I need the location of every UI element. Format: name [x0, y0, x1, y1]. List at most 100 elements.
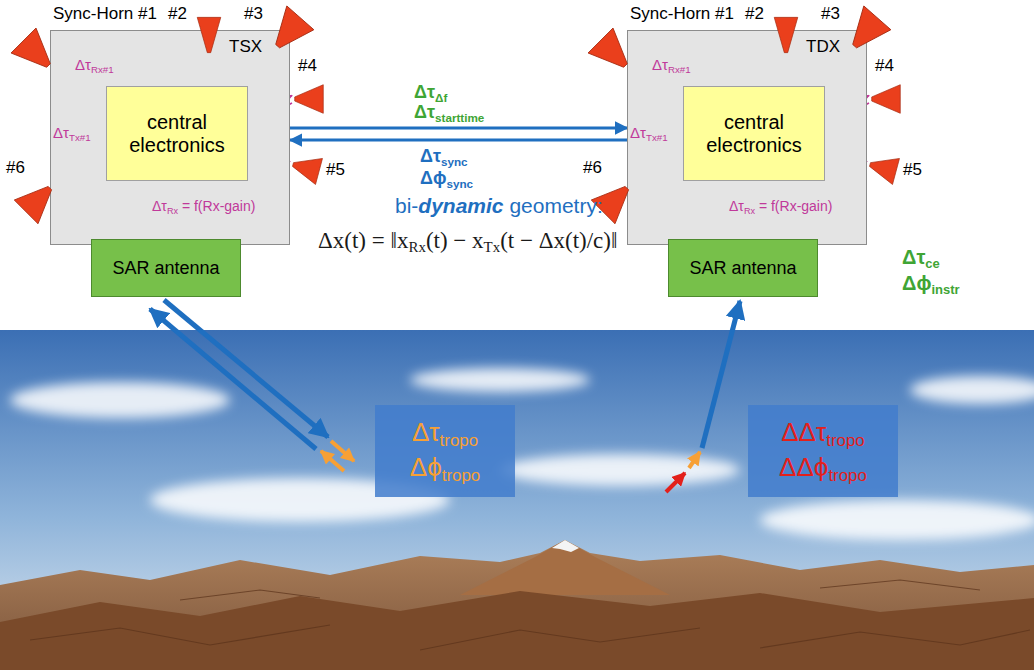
clouds	[10, 368, 1034, 540]
horn-shape	[869, 82, 903, 116]
horn-label: #5	[326, 160, 345, 180]
sync-horn: #2	[772, 14, 800, 56]
satellite-name: TDX	[806, 37, 840, 57]
node-text: central electronics	[115, 111, 239, 157]
horn-label: #2	[745, 4, 764, 24]
sync-horn: Sync-Horn #1	[592, 32, 634, 74]
node-text: Δτtropo	[412, 416, 478, 451]
illustration-part	[321, 451, 344, 471]
illustration-part	[910, 376, 1034, 404]
sync-horn: #6	[18, 180, 58, 220]
horn-label: #4	[875, 56, 894, 76]
horn-shape	[867, 152, 899, 184]
horn-shape	[290, 152, 322, 184]
illustration-part	[331, 441, 354, 461]
delay-label: ΔτRx = f(Rx-gain)	[152, 198, 255, 216]
sync-horn: Sync-Horn #1	[15, 32, 57, 74]
horn-shape	[15, 32, 57, 74]
horn-label: Sync-Horn #1	[630, 4, 734, 24]
illustration-part	[702, 301, 740, 448]
horn-label: #2	[168, 4, 187, 24]
node-text: SAR antenna	[112, 258, 219, 279]
far-ridge	[0, 540, 1034, 670]
delay-label: ΔτTx#1	[53, 124, 91, 143]
sync-horn: #3	[268, 10, 310, 54]
sync-horn: #2	[195, 14, 223, 56]
geometry-heading: bi-dynamic geometry:	[395, 194, 603, 218]
illustration-part	[689, 452, 700, 468]
near-ridge	[0, 591, 1034, 670]
sync-label: Δϕsync	[420, 168, 473, 190]
node-text: central electronics	[692, 111, 816, 157]
horn-triangle	[774, 17, 798, 52]
sync-horn: #4	[869, 82, 903, 116]
troposphere-box: ΔτtropoΔϕtropo	[375, 405, 515, 497]
illustration-part	[30, 625, 330, 645]
horn-label: #3	[244, 4, 263, 24]
horn-triangle	[872, 85, 901, 114]
satellite-name: TSX	[229, 37, 262, 57]
horn-shape	[772, 14, 800, 56]
antenna-box: SAR antenna	[668, 239, 818, 297]
horn-triangle	[295, 85, 324, 114]
node-text: ΔΔτtropo	[781, 416, 865, 451]
delay-label: Δτstarttime	[414, 102, 484, 124]
horn-triangle	[290, 152, 323, 185]
delay-label: ΔτRx#1	[75, 56, 114, 75]
node-text: SAR antenna	[689, 258, 796, 279]
horn-shape	[292, 82, 326, 116]
terrain-lines	[30, 580, 1030, 650]
illustration-part	[820, 580, 980, 590]
horn-label: #5	[903, 160, 922, 180]
horn-triangle	[588, 28, 638, 78]
illustration-part	[760, 500, 1034, 540]
sky	[0, 330, 1034, 670]
delay-label: ΔτRx#1	[652, 56, 691, 75]
illustration-part	[150, 309, 316, 449]
horn-label: Sync-Horn #1	[53, 4, 157, 24]
troposphere-box: ΔΔτtropoΔΔϕtropo	[748, 405, 898, 497]
antenna-box: SAR antenna	[91, 239, 241, 297]
sync-link-arrow	[290, 127, 627, 130]
node-text: ΔΔϕtropo	[779, 451, 867, 486]
electronics-box: central electronics	[683, 86, 825, 181]
horn-label: #3	[821, 4, 840, 24]
electronics-box: central electronics	[106, 86, 248, 181]
illustration-part	[180, 590, 320, 600]
horn-shape	[592, 32, 634, 74]
sync-horn: #5	[867, 152, 899, 184]
sync-link-arrow	[290, 139, 627, 142]
sync-horn: #5	[290, 152, 322, 184]
horn-shape	[268, 10, 310, 54]
horn-label: #6	[6, 158, 25, 178]
horn-triangle	[867, 152, 900, 185]
horn-shape	[845, 10, 887, 54]
delay-label: ΔτRx = f(Rx-gain)	[729, 198, 832, 216]
sync-horn: #4	[292, 82, 326, 116]
illustration-part	[410, 368, 590, 392]
sync-horn: #3	[845, 10, 887, 54]
horn-label: #4	[298, 56, 317, 76]
delay-label: ΔτΔf	[414, 82, 447, 104]
snow-cap	[552, 540, 579, 552]
illustration-part	[500, 454, 740, 486]
horn-triangle	[14, 176, 62, 224]
range-formula: Δx(t) = ‖xRx(t) − xTx(t − Δx(t)/c)‖	[318, 228, 617, 257]
illustration-part	[10, 382, 230, 418]
delay-label: ΔτTx#1	[630, 124, 668, 143]
illustration-part	[666, 473, 685, 492]
node-text: Δϕtropo	[410, 451, 480, 486]
phase-label: Δϕinstr	[902, 272, 960, 298]
horn-triangle	[264, 6, 314, 58]
horn-triangle	[197, 17, 221, 52]
illustration-part	[760, 630, 1030, 648]
volcano	[460, 540, 670, 595]
illustration-part	[164, 300, 328, 437]
horn-shape	[18, 180, 58, 220]
horn-triangle	[841, 6, 891, 58]
horn-label: #6	[583, 158, 602, 178]
sync-label: Δτsync	[420, 146, 468, 168]
illustration-part	[420, 628, 700, 650]
delay-label: Δτce	[902, 246, 940, 272]
